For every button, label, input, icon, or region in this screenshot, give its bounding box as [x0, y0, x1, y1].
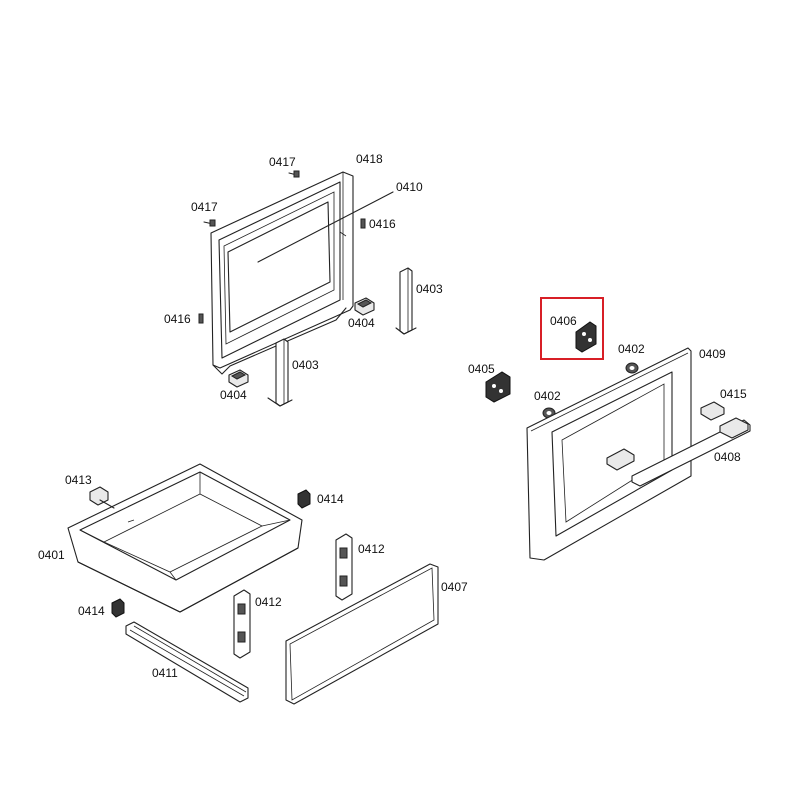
hinge-block-0404-left[interactable]	[228, 369, 249, 388]
label-0403-left: 0403	[292, 358, 319, 372]
label-0418: 0418	[356, 152, 383, 166]
label-0409: 0409	[699, 347, 726, 361]
label-0417-left: 0417	[191, 200, 218, 214]
clip-0416-left[interactable]	[198, 313, 204, 324]
part-0406-highlight[interactable]	[540, 297, 604, 360]
label-0408: 0408	[714, 450, 741, 464]
drawer-front-panel-0407[interactable]	[285, 563, 439, 705]
hinge-post-0403-left[interactable]	[267, 338, 293, 407]
screw-0417-left[interactable]	[203, 219, 216, 227]
label-0406: 0406	[550, 314, 577, 328]
clip-0414-right[interactable]	[297, 489, 311, 509]
hinge-block-0404-right[interactable]	[354, 297, 375, 316]
label-0416-left: 0416	[164, 312, 191, 326]
bracket-0405[interactable]	[485, 371, 511, 403]
label-0404-right: 0404	[348, 316, 375, 330]
label-0415: 0415	[720, 387, 747, 401]
label-0405: 0405	[468, 362, 495, 376]
hinge-post-0403-right[interactable]	[395, 267, 417, 335]
label-0404-left: 0404	[220, 388, 247, 402]
label-0413: 0413	[65, 473, 92, 487]
label-0407: 0407	[441, 580, 468, 594]
handle-end-cap-0415[interactable]	[700, 401, 725, 421]
label-0410: 0410	[396, 180, 423, 194]
label-0412-right: 0412	[358, 542, 385, 556]
label-0401: 0401	[38, 548, 65, 562]
label-0416-right: 0416	[369, 217, 396, 231]
label-0412-left: 0412	[255, 595, 282, 609]
label-0403-right: 0403	[416, 282, 443, 296]
glass-leader-0410	[257, 191, 394, 263]
label-0411: 0411	[152, 666, 178, 680]
clip-0416-right[interactable]	[360, 218, 366, 229]
label-0414-right: 0414	[317, 492, 344, 506]
telescopic-runner-0412-right[interactable]	[335, 533, 353, 601]
inner-door-frame-part[interactable]	[210, 171, 354, 375]
label-0402-lower: 0402	[534, 389, 561, 403]
clip-0414-left[interactable]	[111, 598, 125, 618]
storage-tray-0401[interactable]	[67, 463, 303, 613]
hinge-bracket-0406-icon	[575, 321, 597, 353]
outer-door-panel-0409[interactable]	[526, 347, 692, 561]
label-0414-left: 0414	[78, 604, 105, 618]
runner-rail-0411[interactable]	[125, 621, 249, 703]
part-labels: 0417 0418 0410 0417 0416 0403 0416 0404 …	[38, 152, 747, 680]
label-0402-upper: 0402	[618, 342, 645, 356]
telescopic-runner-0412-left[interactable]	[233, 589, 251, 659]
screw-0417-top[interactable]	[288, 170, 300, 178]
clip-0413[interactable]	[89, 486, 115, 509]
door-handle-0408[interactable]	[606, 417, 751, 487]
nut-0402-upper[interactable]	[625, 362, 639, 374]
label-0417-top: 0417	[269, 155, 296, 169]
